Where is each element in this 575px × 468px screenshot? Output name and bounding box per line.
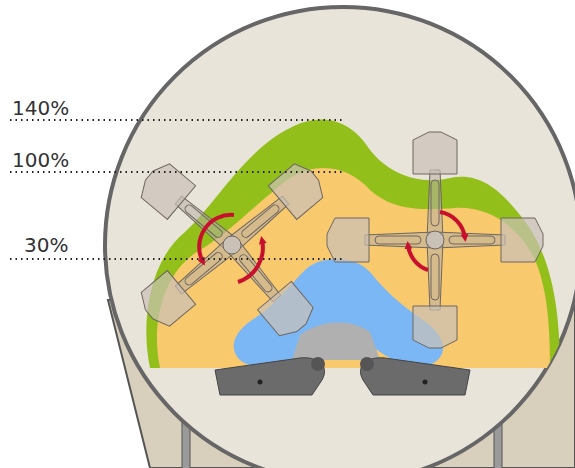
level-line [10, 258, 342, 260]
fill-level-label: 30% [24, 233, 68, 257]
fill-level-label: 140% [12, 96, 69, 120]
fill-level-label: 100% [12, 148, 69, 172]
